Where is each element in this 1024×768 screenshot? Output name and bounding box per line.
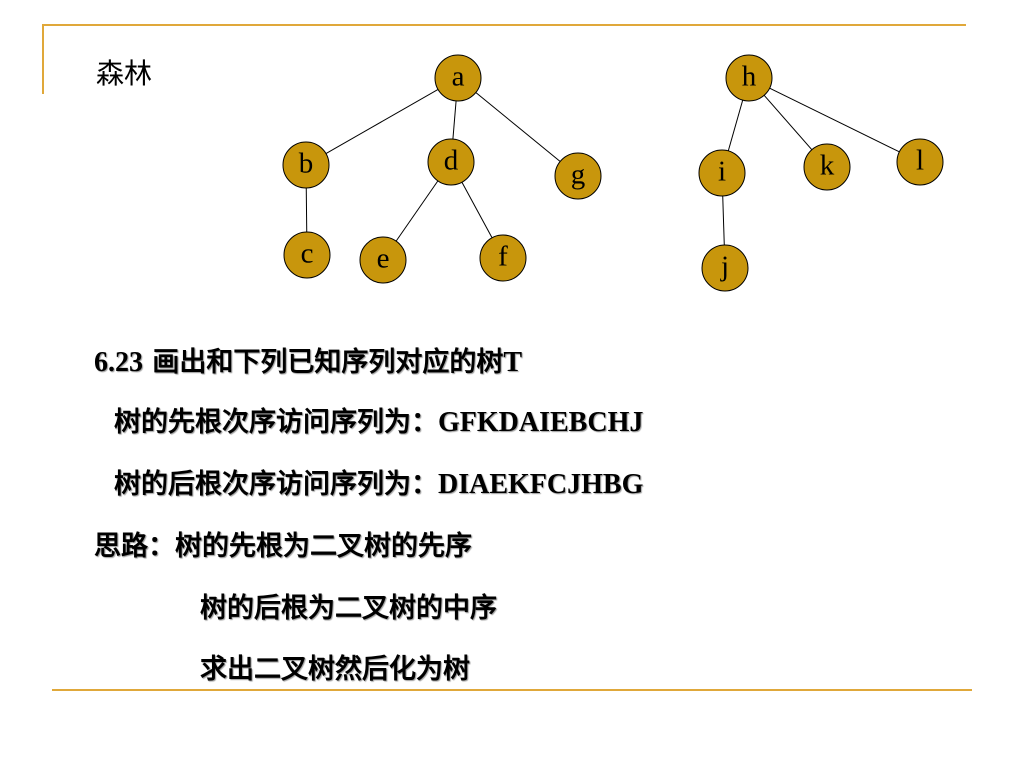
edge-h-l bbox=[769, 87, 900, 153]
node-label: e bbox=[377, 243, 390, 275]
edge-a-g bbox=[475, 92, 561, 162]
forest-edges bbox=[305, 87, 900, 246]
left-accent-bar bbox=[42, 24, 44, 94]
node-label: i bbox=[718, 156, 726, 188]
edge-a-b bbox=[325, 88, 439, 155]
node-circle bbox=[359, 236, 407, 284]
node-b: b bbox=[282, 141, 330, 189]
top-rule bbox=[42, 24, 966, 26]
node-label: c bbox=[301, 238, 314, 270]
edge-h-i bbox=[727, 99, 744, 152]
edge-d-f bbox=[461, 181, 493, 239]
exercise-text: 画出和下列已知序列对应的树 bbox=[143, 347, 504, 378]
exercise-tree-symbol: T bbox=[503, 347, 523, 378]
edge-i-j bbox=[722, 195, 725, 246]
postorder-line: 树的后根次序访问序列为：DIAEKFCJHBG bbox=[114, 462, 643, 501]
node-label: b bbox=[299, 148, 314, 180]
node-circle bbox=[698, 149, 746, 197]
node-label: k bbox=[820, 150, 835, 182]
node-circle bbox=[896, 138, 944, 186]
idea-line-3: 求出二叉树然后化为树 bbox=[200, 654, 470, 685]
node-c: c bbox=[283, 231, 331, 279]
postorder-sequence: DIAEKFCJHBG bbox=[438, 469, 644, 500]
bottom-rule bbox=[52, 689, 972, 691]
node-g: g bbox=[554, 152, 602, 200]
node-label: a bbox=[452, 61, 465, 93]
node-j: j bbox=[701, 244, 749, 292]
edge-a-d bbox=[452, 100, 457, 140]
node-label: j bbox=[720, 251, 729, 283]
node-k: k bbox=[803, 143, 851, 191]
node-circle bbox=[283, 231, 331, 279]
node-h: h bbox=[725, 54, 773, 102]
node-label: d bbox=[444, 145, 459, 177]
node-circle bbox=[803, 143, 851, 191]
node-circle bbox=[479, 234, 527, 282]
node-circle bbox=[701, 244, 749, 292]
node-circle bbox=[725, 54, 773, 102]
edge-h-k bbox=[763, 94, 813, 151]
node-a: a bbox=[434, 54, 482, 102]
idea-line-2: 树的后根为二叉树的中序 bbox=[200, 593, 497, 624]
forest-diagram: a b d g c e f h i k l j bbox=[282, 54, 944, 292]
node-circle bbox=[434, 54, 482, 102]
node-circle bbox=[427, 138, 475, 186]
node-d: d bbox=[427, 138, 475, 186]
edge-d-e bbox=[395, 180, 439, 242]
node-circle bbox=[554, 152, 602, 200]
node-label: f bbox=[498, 241, 508, 273]
node-circle bbox=[282, 141, 330, 189]
forest-nodes: a b d g c e f h i k l j bbox=[282, 54, 944, 292]
preorder-label: 树的先根次序访问序列为： bbox=[114, 407, 438, 438]
idea-line-1: 思路：树的先根为二叉树的先序 bbox=[94, 531, 472, 562]
node-label: g bbox=[571, 159, 586, 191]
node-i: i bbox=[698, 149, 746, 197]
node-f: f bbox=[479, 234, 527, 282]
postorder-label: 树的后根次序访问序列为： bbox=[114, 469, 438, 500]
node-e: e bbox=[359, 236, 407, 284]
node-label: h bbox=[742, 61, 757, 93]
slide-title: 森林 bbox=[96, 57, 153, 90]
node-label: l bbox=[916, 145, 924, 177]
node-l: l bbox=[896, 138, 944, 186]
preorder-line: 树的先根次序访问序列为：GFKDAIEBCHJ bbox=[114, 400, 643, 439]
exercise-heading: 6.23 画出和下列已知序列对应的树T bbox=[94, 340, 522, 379]
exercise-number: 6.23 bbox=[94, 347, 143, 378]
preorder-sequence: GFKDAIEBCHJ bbox=[438, 407, 644, 438]
